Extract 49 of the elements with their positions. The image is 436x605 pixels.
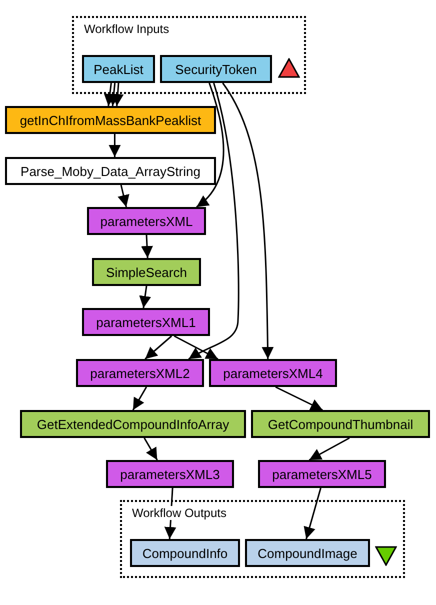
arrow	[112, 82, 124, 106]
arrow	[144, 335, 172, 360]
node-label: SimpleSearch	[106, 264, 187, 280]
node-label: parametersXML	[100, 214, 193, 228]
arrow	[304, 488, 322, 540]
group-title: Workflow Outputs	[132, 506, 226, 520]
process-box	[106, 460, 234, 488]
node-label: parametersXML4	[223, 366, 323, 380]
process-box	[87, 207, 206, 235]
node-label: CompoundImage	[258, 546, 358, 560]
process-box	[20, 410, 246, 438]
arrow	[132, 386, 148, 410]
arrow	[141, 234, 154, 258]
arrow	[308, 437, 350, 461]
process-box	[245, 539, 370, 567]
group-frame	[72, 16, 306, 94]
node-label: parametersXML3	[120, 466, 220, 482]
node-label: parametersXML1	[96, 314, 196, 330]
process-box	[5, 106, 216, 134]
process-box	[92, 258, 201, 286]
arrow	[174, 335, 218, 360]
arrow	[139, 286, 152, 308]
arrow	[144, 438, 158, 460]
node-label: GetExtendedCompoundInfoArray	[36, 416, 230, 432]
node-label: PeakList	[94, 62, 144, 76]
node-label: CompoundInfo	[142, 546, 228, 560]
process-box	[82, 308, 210, 336]
arrow	[188, 82, 240, 360]
process-box	[82, 55, 155, 83]
process-box	[209, 359, 337, 387]
node-label: SecurityToken	[175, 62, 257, 76]
arrow	[222, 82, 274, 360]
process-box	[130, 539, 240, 567]
process-box	[258, 460, 386, 488]
arrow	[118, 184, 130, 208]
arrow	[108, 134, 121, 157]
group-title: Workflow Inputs	[84, 22, 170, 36]
arrow	[196, 82, 224, 208]
group-frame	[120, 500, 405, 578]
node-label: parametersXML2	[90, 366, 190, 380]
process-box	[251, 410, 430, 438]
node-label: parametersXML5	[272, 466, 372, 482]
node-label: GetCompoundThumbnail	[268, 416, 414, 432]
process-box	[5, 157, 216, 185]
node-label: getInChIfromMassBankPeaklist	[20, 112, 202, 128]
arrow	[275, 386, 323, 411]
process-box	[76, 359, 204, 387]
process-box	[160, 55, 272, 83]
node-label: Parse_Moby_Data_ArrayString	[20, 164, 200, 178]
